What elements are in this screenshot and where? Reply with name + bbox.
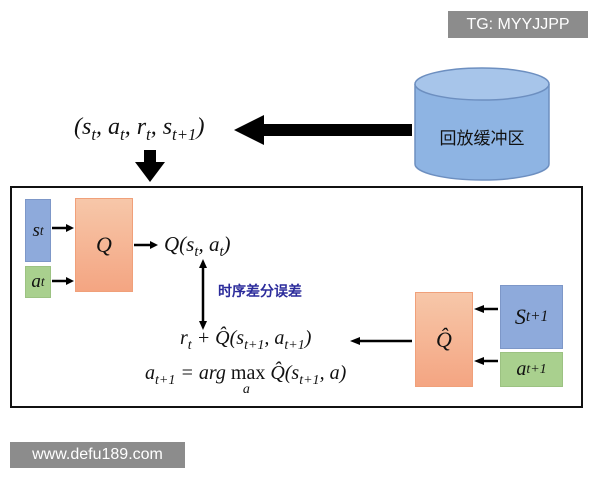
paren: )	[304, 327, 312, 349]
sep: , a	[198, 232, 220, 256]
sep: ,	[150, 114, 163, 140]
q-output: Q(st, at)	[164, 232, 231, 261]
td-target-expression: rt + Q̂(st+1, at+1)	[180, 327, 311, 354]
sub: t+1	[526, 361, 547, 377]
a: a	[145, 362, 155, 384]
r: r	[180, 327, 188, 349]
q-text: Q(s	[164, 232, 195, 256]
plus-qhat: + Q̂(s	[191, 327, 245, 349]
sub: t	[40, 274, 45, 289]
sub: t+1	[244, 338, 265, 353]
eq: = arg	[175, 362, 231, 384]
sub: t	[120, 124, 125, 144]
sub: t+1	[155, 373, 176, 388]
sample-arrow	[234, 115, 412, 145]
sep: ,	[96, 114, 109, 140]
sub: t	[219, 244, 224, 261]
a: a	[108, 114, 121, 140]
sub: t	[39, 222, 44, 238]
training-panel	[10, 186, 583, 408]
sep: , a	[264, 327, 285, 349]
sub: t	[146, 124, 151, 144]
sub: t+1	[525, 308, 549, 325]
watermark-top: TG: MYYJJPP	[448, 11, 588, 38]
target-network-box: Q̂	[415, 292, 473, 387]
s: S	[514, 304, 526, 329]
sep: ,	[124, 114, 137, 140]
watermark-bottom: www.defu189.com	[10, 442, 185, 468]
q-network-box: Q	[75, 198, 133, 292]
sub: t+1	[299, 373, 320, 388]
sub: t	[91, 124, 97, 144]
td-error-label: 时序差分误差	[218, 284, 302, 300]
tail: , a)	[319, 362, 347, 384]
r: r	[136, 114, 147, 140]
paren: )	[196, 114, 205, 140]
qhat: Q̂(s	[270, 362, 300, 384]
a: a	[516, 358, 527, 380]
s: s	[162, 114, 173, 140]
down-arrow	[135, 150, 165, 182]
s: s	[32, 219, 40, 241]
sub: t	[194, 244, 199, 261]
max-sub: a	[242, 382, 250, 397]
max: max	[230, 362, 266, 384]
sub: t+1	[284, 338, 305, 353]
replay-buffer-label: 回放缓冲区	[439, 129, 525, 148]
q-label: Q	[96, 232, 112, 257]
replay-buffer-cylinder	[414, 67, 550, 181]
paren: (	[74, 114, 82, 140]
sub: t	[187, 338, 192, 353]
sub: t+1	[172, 124, 197, 144]
transition-tuple: (st, at, rt, st+1)	[74, 114, 204, 145]
qhat-label: Q̂	[436, 326, 452, 352]
paren: )	[223, 232, 231, 256]
s: s	[82, 114, 92, 140]
a: a	[31, 271, 41, 292]
